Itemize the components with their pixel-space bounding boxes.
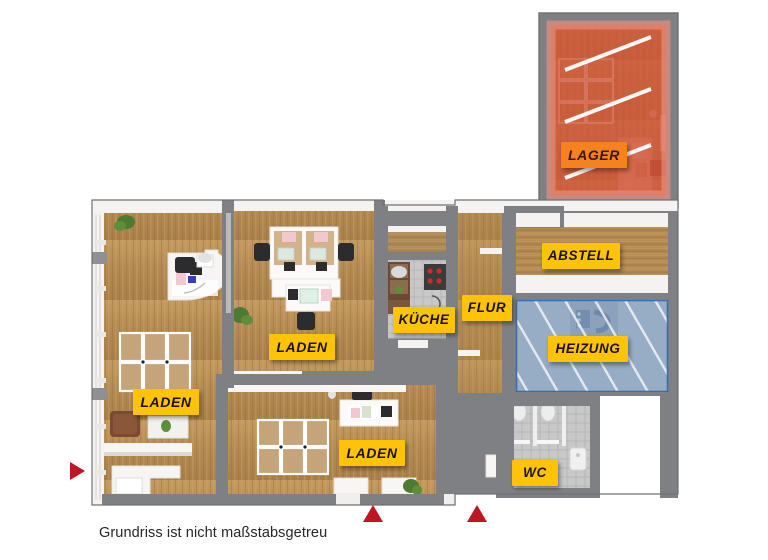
room-abstell [516, 213, 668, 285]
entry-south-left-arrow-icon [363, 505, 383, 522]
room-laden-south [228, 383, 422, 495]
room-label-heizung: HEIZUNG [548, 336, 628, 362]
room-label-laden-south: LADEN [339, 440, 405, 466]
room-lager [538, 12, 679, 208]
room-label-kueche: KÜCHE [393, 307, 455, 333]
interior-partition-walls [102, 200, 678, 505]
plan-caption: Grundriss ist nicht maßstabsgetreu [99, 525, 328, 541]
room-label-wc: WC [512, 460, 558, 486]
room-laden-west [92, 200, 225, 505]
entry-south-right-arrow-icon [467, 505, 487, 522]
room-label-laden-west: LADEN [133, 389, 199, 415]
room-flur [458, 248, 502, 356]
room-label-abstell: ABSTELL [542, 243, 620, 269]
room-label-laden-north: LADEN [269, 334, 335, 360]
room-label-flur: FLUR [462, 295, 512, 321]
room-laden-north [231, 226, 354, 380]
entry-west-arrow-icon [70, 462, 85, 480]
building-outline [91, 199, 679, 506]
room-label-lager: LAGER [561, 142, 627, 168]
